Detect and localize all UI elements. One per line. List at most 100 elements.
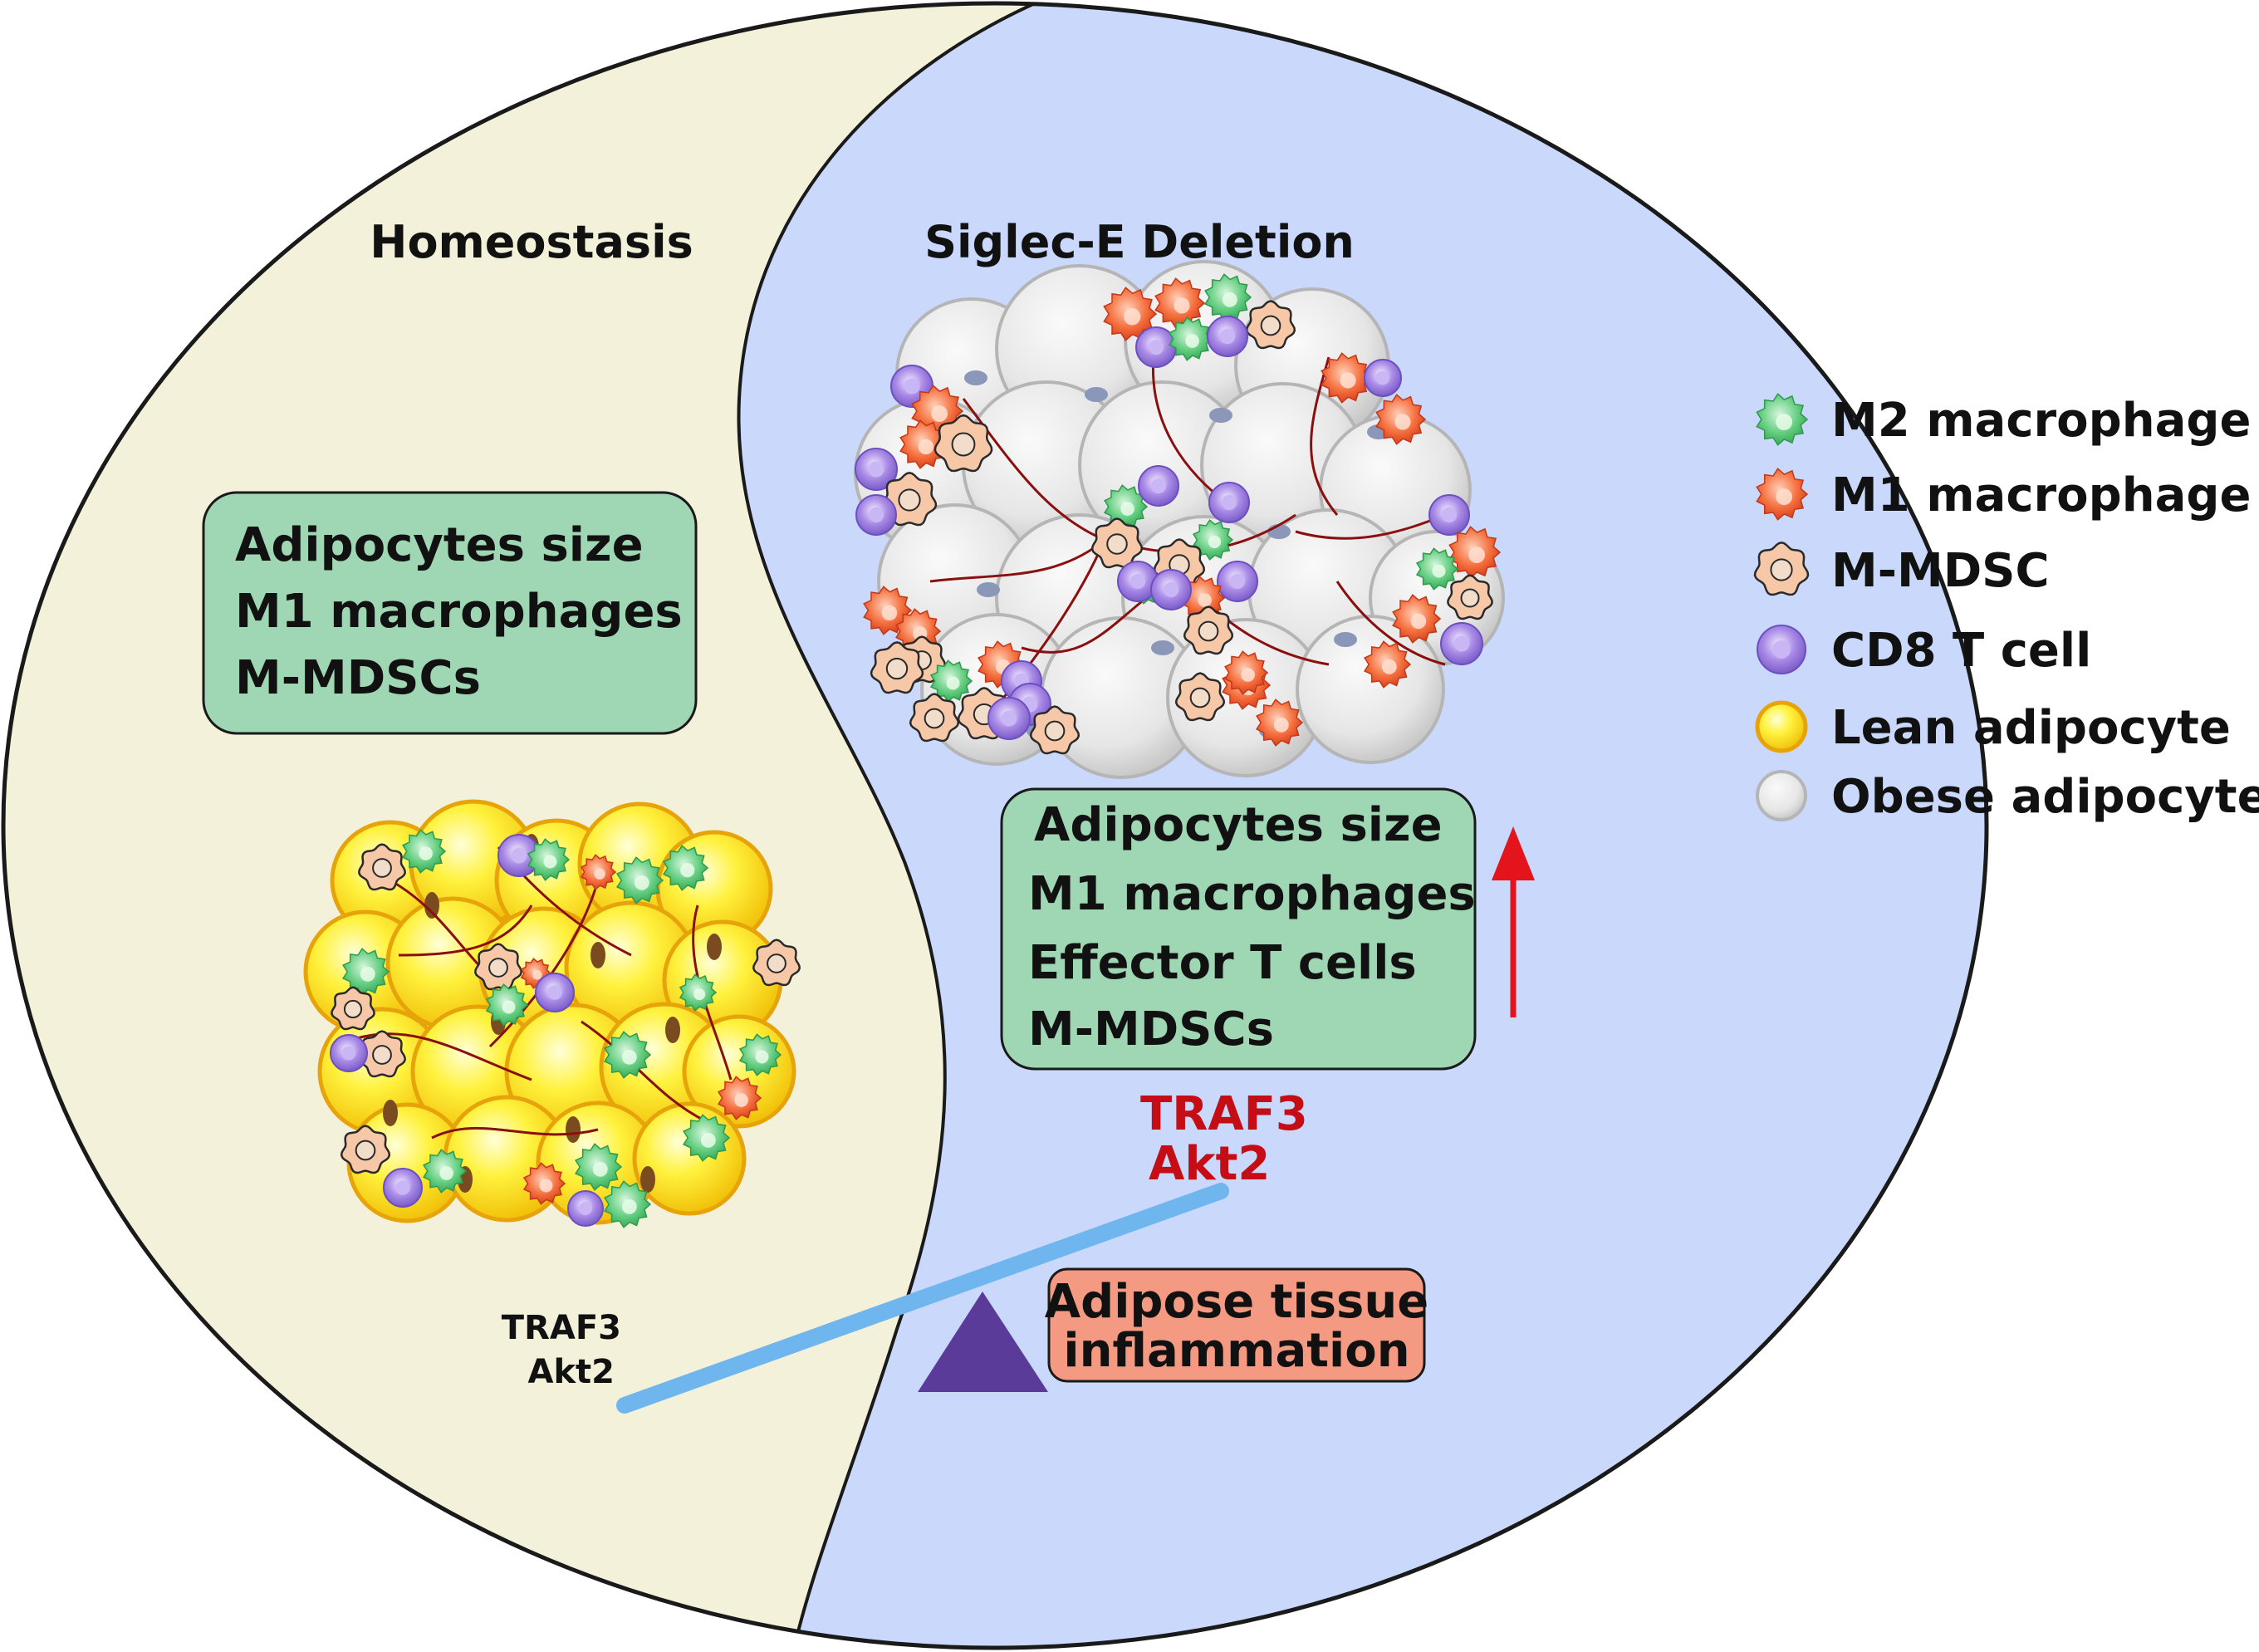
- nucleus: [1334, 632, 1357, 647]
- m2-macrophage-icon: [1204, 273, 1252, 321]
- outcome-line: Adipose tissue: [1045, 1275, 1428, 1329]
- m1-macrophage-icon: [1375, 394, 1427, 445]
- m2-macrophage-icon: [929, 659, 973, 703]
- cd8-t-cell-icon: [330, 1034, 368, 1072]
- nucleus: [383, 1100, 398, 1126]
- m-mdsc-icon: [358, 843, 406, 891]
- blood-vessel: [1021, 596, 1147, 654]
- m-mdsc-icon: [331, 986, 375, 1031]
- m1-macrophage-icon: [718, 1076, 762, 1120]
- lean-adipose-tissue-illustration: [303, 799, 801, 1228]
- m2-macrophage-icon: [683, 1114, 731, 1162]
- blood-vessel: [929, 538, 1105, 583]
- deletion-line: Adipocytes size: [1034, 798, 1443, 852]
- deletion-line: M1 macrophages: [1028, 867, 1476, 921]
- m1-macrophage-icon: [1154, 277, 1206, 329]
- m2-macrophage-icon: [1415, 547, 1459, 591]
- m1-macrophage-icon: [1256, 699, 1304, 747]
- cd8-t-cell-icon: [1138, 465, 1179, 507]
- high-side-label: TRAF3: [1140, 1087, 1308, 1141]
- cd8-t-cell-icon: [1428, 494, 1470, 536]
- cd8-t-cell-icon: [1208, 482, 1250, 523]
- low-side-label: TRAF3: [502, 1309, 621, 1347]
- m2-macrophage-icon: [663, 845, 709, 891]
- m1-macrophage-icon: [1756, 468, 1809, 521]
- obese-adipose-tissue-illustration: [854, 260, 1505, 779]
- nucleus: [707, 934, 722, 960]
- balance-lever: [616, 1183, 1229, 1414]
- cd8-t-cell-icon: [855, 494, 897, 536]
- nucleus: [1085, 387, 1108, 402]
- legend-label: M-MDSC: [1831, 544, 2050, 598]
- nucleus: [964, 370, 987, 385]
- homeostasis-title: Homeostasis: [370, 216, 693, 268]
- m-mdsc-icon: [1183, 605, 1234, 655]
- m-mdsc-icon: [752, 939, 801, 987]
- legend-item: M2 macrophage: [1756, 393, 2251, 448]
- deletion-line: M-MDSCs: [1028, 1002, 1274, 1056]
- m2-macrophage-icon: [575, 1143, 623, 1191]
- m2-macrophage-icon: [1169, 316, 1213, 361]
- blood-vessel: [1335, 581, 1446, 666]
- outcome-line: inflammation: [1063, 1324, 1409, 1378]
- m2-macrophage-icon: [1756, 393, 1809, 446]
- homeostasis-summary-box: Adipocytes size M1 macrophages M-MDSCs: [202, 491, 698, 735]
- m-mdsc-icon: [340, 1125, 391, 1174]
- homeostasis-line: Adipocytes size: [235, 518, 644, 572]
- cd8-t-cell-icon: [567, 1190, 604, 1227]
- legend-item: M1 macrophage: [1756, 468, 2251, 522]
- increase-arrow-icon: [1492, 826, 1535, 1017]
- cd8-t-cell-icon: [1207, 316, 1248, 357]
- m2-macrophage-icon: [402, 829, 447, 874]
- outer-circle: [1, 1, 1989, 1650]
- blood-vessel: [398, 904, 533, 957]
- blood-vessel: [431, 1126, 599, 1140]
- lean-adipocyte-icon: [1755, 700, 1808, 753]
- m2-macrophage-icon: [527, 838, 571, 881]
- blood-vessel: [581, 1020, 707, 1123]
- homeostasis-line: M1 macrophages: [235, 585, 683, 639]
- cd8-t-cell-icon: [1150, 569, 1192, 610]
- m-mdsc-icon: [1029, 705, 1080, 755]
- homeostasis-line: M-MDSCs: [235, 651, 481, 705]
- nucleus: [665, 1017, 680, 1043]
- m1-macrophage-icon: [1103, 287, 1158, 341]
- m2-macrophage-icon: [616, 856, 664, 904]
- m2-macrophage-icon: [342, 948, 390, 996]
- m2-macrophage-icon: [679, 973, 718, 1012]
- nucleus: [977, 582, 1000, 597]
- blood-vessel: [488, 880, 600, 1048]
- legend-label: M2 macrophage: [1831, 394, 2251, 448]
- m2-macrophage-icon: [604, 1031, 652, 1079]
- obese-adipocyte-icon: [1756, 770, 1807, 821]
- cd8-t-cell-icon: [987, 697, 1031, 740]
- m-mdsc-icon: [1447, 574, 1493, 620]
- deletion-line: Effector T cells: [1028, 936, 1417, 990]
- m1-macrophage-icon: [863, 586, 913, 635]
- deletion-summary-box: Adipocytes size M1 macrophages Effector …: [1000, 787, 1477, 1071]
- m-mdsc-icon: [1753, 542, 1810, 596]
- m1-macrophage-icon: [1392, 594, 1442, 644]
- m-mdsc-icon: [909, 693, 960, 743]
- blood-vessel: [1152, 348, 1222, 500]
- deletion-title: Siglec-E Deletion: [924, 216, 1355, 268]
- m1-macrophage-icon: [1321, 352, 1372, 404]
- cd8-t-cell-icon: [1364, 359, 1402, 397]
- m-mdsc-icon: [870, 641, 924, 694]
- cd8-t-cell-icon: [383, 1168, 423, 1208]
- legend-label: M1 macrophage: [1831, 468, 2251, 522]
- nucleus: [1209, 408, 1232, 423]
- cd8-t-cell-icon: [855, 448, 898, 491]
- m-mdsc-icon: [933, 414, 993, 473]
- legend-label: Obese adipocyte: [1831, 770, 2259, 824]
- m2-macrophage-icon: [1192, 519, 1234, 561]
- cell-type-legend: M2 macrophage M1 macrophage M-MDSC CD8 T…: [1753, 393, 2259, 824]
- legend-label: CD8 T cell: [1831, 624, 2091, 678]
- nucleus: [640, 1166, 655, 1193]
- blood-vessel: [1310, 356, 1339, 516]
- nucleus: [424, 892, 439, 919]
- cd8-t-cell-icon: [1217, 561, 1258, 602]
- m2-macrophage-icon: [485, 983, 529, 1027]
- m1-macrophage-icon: [1224, 650, 1269, 695]
- m2-macrophage-icon: [423, 1149, 468, 1194]
